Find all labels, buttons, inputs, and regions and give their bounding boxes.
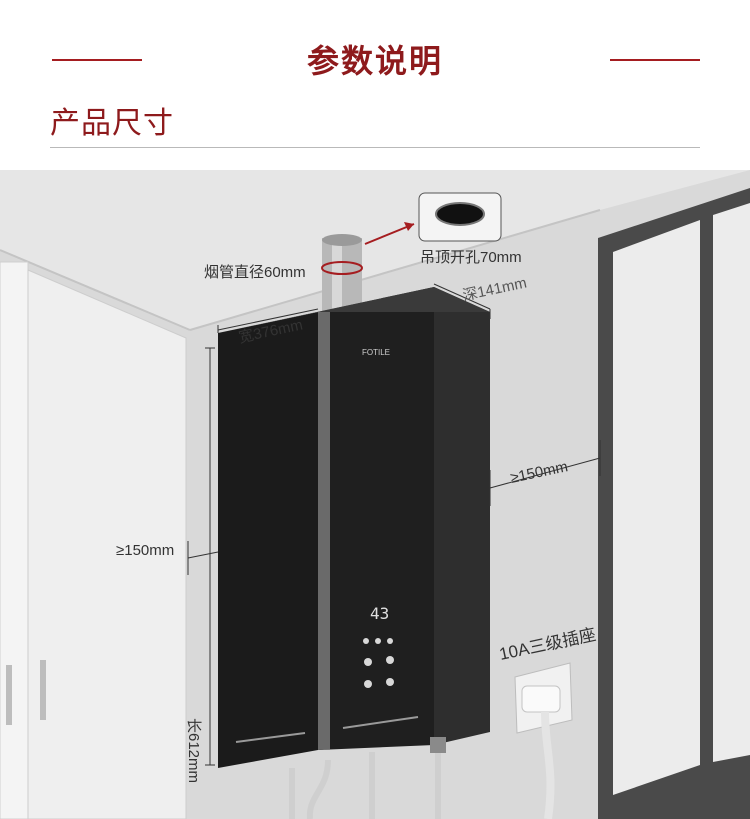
window-pane-left	[613, 220, 700, 795]
cabinet-door	[27, 269, 187, 819]
ceiling-hole-label: 吊顶开孔70mm	[420, 249, 522, 266]
ceiling	[0, 170, 750, 330]
callout-arrow-line	[364, 223, 415, 245]
flue-diameter-label: 烟管直径60mm	[204, 264, 306, 281]
height-label: 长612mm	[185, 717, 203, 784]
flue-pipe-top	[322, 234, 362, 246]
title-decoration-right	[610, 59, 700, 61]
dimension-lines	[187, 283, 601, 766]
light-strip-right	[342, 716, 419, 729]
ceiling-edge-right	[189, 209, 601, 331]
power-plug	[521, 685, 561, 713]
flue-pipe-highlight	[332, 238, 342, 316]
cabinet-handle-right	[40, 660, 46, 720]
left-clearance-label: ≥150mm	[116, 542, 175, 559]
water-pipes	[289, 745, 441, 819]
section-title: 产品尺寸	[50, 106, 174, 141]
page-title: 参数说明	[306, 42, 443, 80]
heater-center-seam	[318, 310, 330, 750]
installation-diagram: FOTILE 43	[0, 170, 750, 819]
flue-diameter-marker	[321, 261, 363, 275]
section-divider	[50, 147, 700, 148]
callout-arrow-head	[404, 222, 414, 231]
ceiling-edge-left	[0, 249, 191, 331]
header: 参数说明 产品尺寸	[0, 0, 750, 150]
ceiling-hole-icon	[435, 202, 485, 226]
power-cord	[541, 711, 555, 819]
window-pane-right	[713, 203, 750, 762]
title-decoration-left	[52, 59, 142, 61]
brand-logo: FOTILE	[362, 348, 390, 357]
heater-side	[434, 287, 490, 745]
heater-right-panel	[318, 287, 434, 750]
cabinet-door-edge	[0, 261, 29, 819]
control-buttons	[363, 638, 394, 688]
gas-valve	[430, 737, 446, 753]
cabinet-handle-left	[6, 665, 12, 725]
temperature-display: 43	[370, 604, 389, 623]
heater-top	[218, 287, 490, 333]
heater-left-panel	[218, 312, 318, 768]
light-strip-left	[235, 732, 306, 743]
scene-illustration: FOTILE 43	[0, 170, 750, 819]
